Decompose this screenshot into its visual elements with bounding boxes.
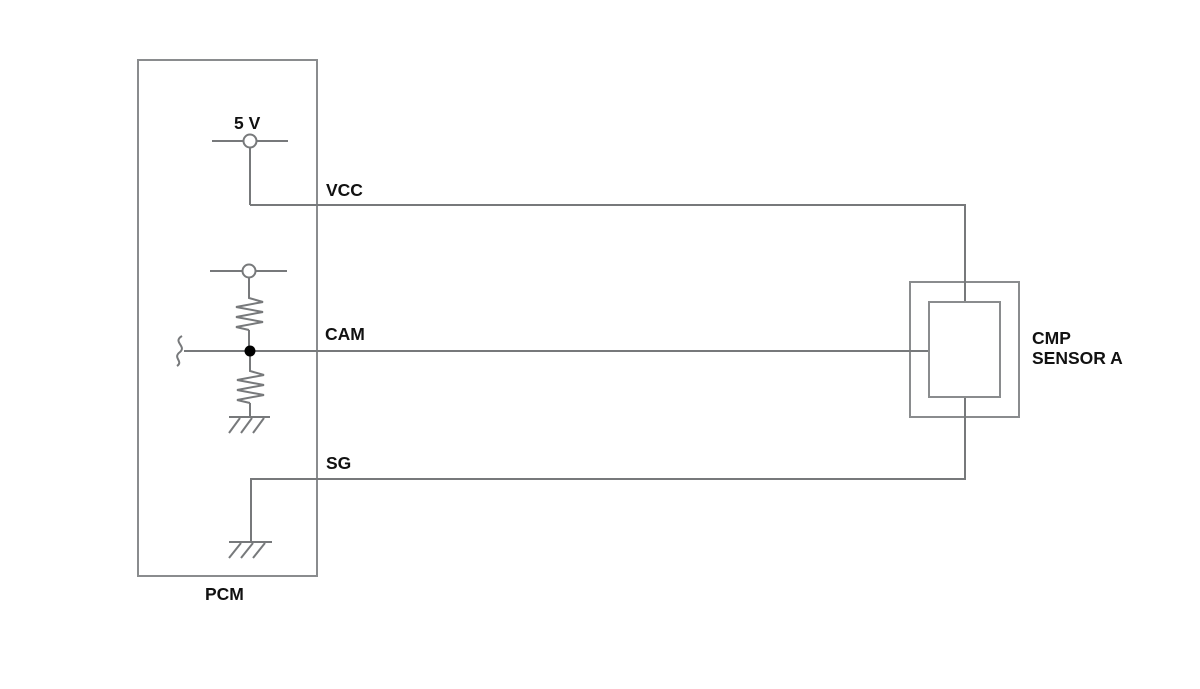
pcm-box xyxy=(137,59,318,577)
sg-wire xyxy=(250,397,966,542)
junction-dot xyxy=(244,345,256,357)
vcc-wire xyxy=(250,204,966,302)
pulldown-resistor-icon xyxy=(236,368,265,404)
wire-break-icon xyxy=(176,335,183,367)
supply-voltage-label: 5 V xyxy=(234,113,261,133)
cam-wire-label: CAM xyxy=(325,324,365,344)
pcm-label: PCM xyxy=(205,584,244,604)
ground-icon xyxy=(228,541,272,559)
sg-wire-label: SG xyxy=(326,453,351,473)
sensor-label-line1: CMP xyxy=(1032,328,1071,348)
pullup-resistor-icon xyxy=(235,295,264,331)
pullup-terminal-icon xyxy=(241,263,257,279)
sensor-label-line2: SENSOR A xyxy=(1032,348,1123,368)
module-outlines xyxy=(137,59,1020,577)
vcc-wire-label: VCC xyxy=(326,180,363,200)
wires-group xyxy=(176,133,966,559)
supply-terminal-icon xyxy=(242,133,258,149)
ground-icon xyxy=(228,416,270,434)
cmp-sensor-inner-box xyxy=(928,301,1001,398)
